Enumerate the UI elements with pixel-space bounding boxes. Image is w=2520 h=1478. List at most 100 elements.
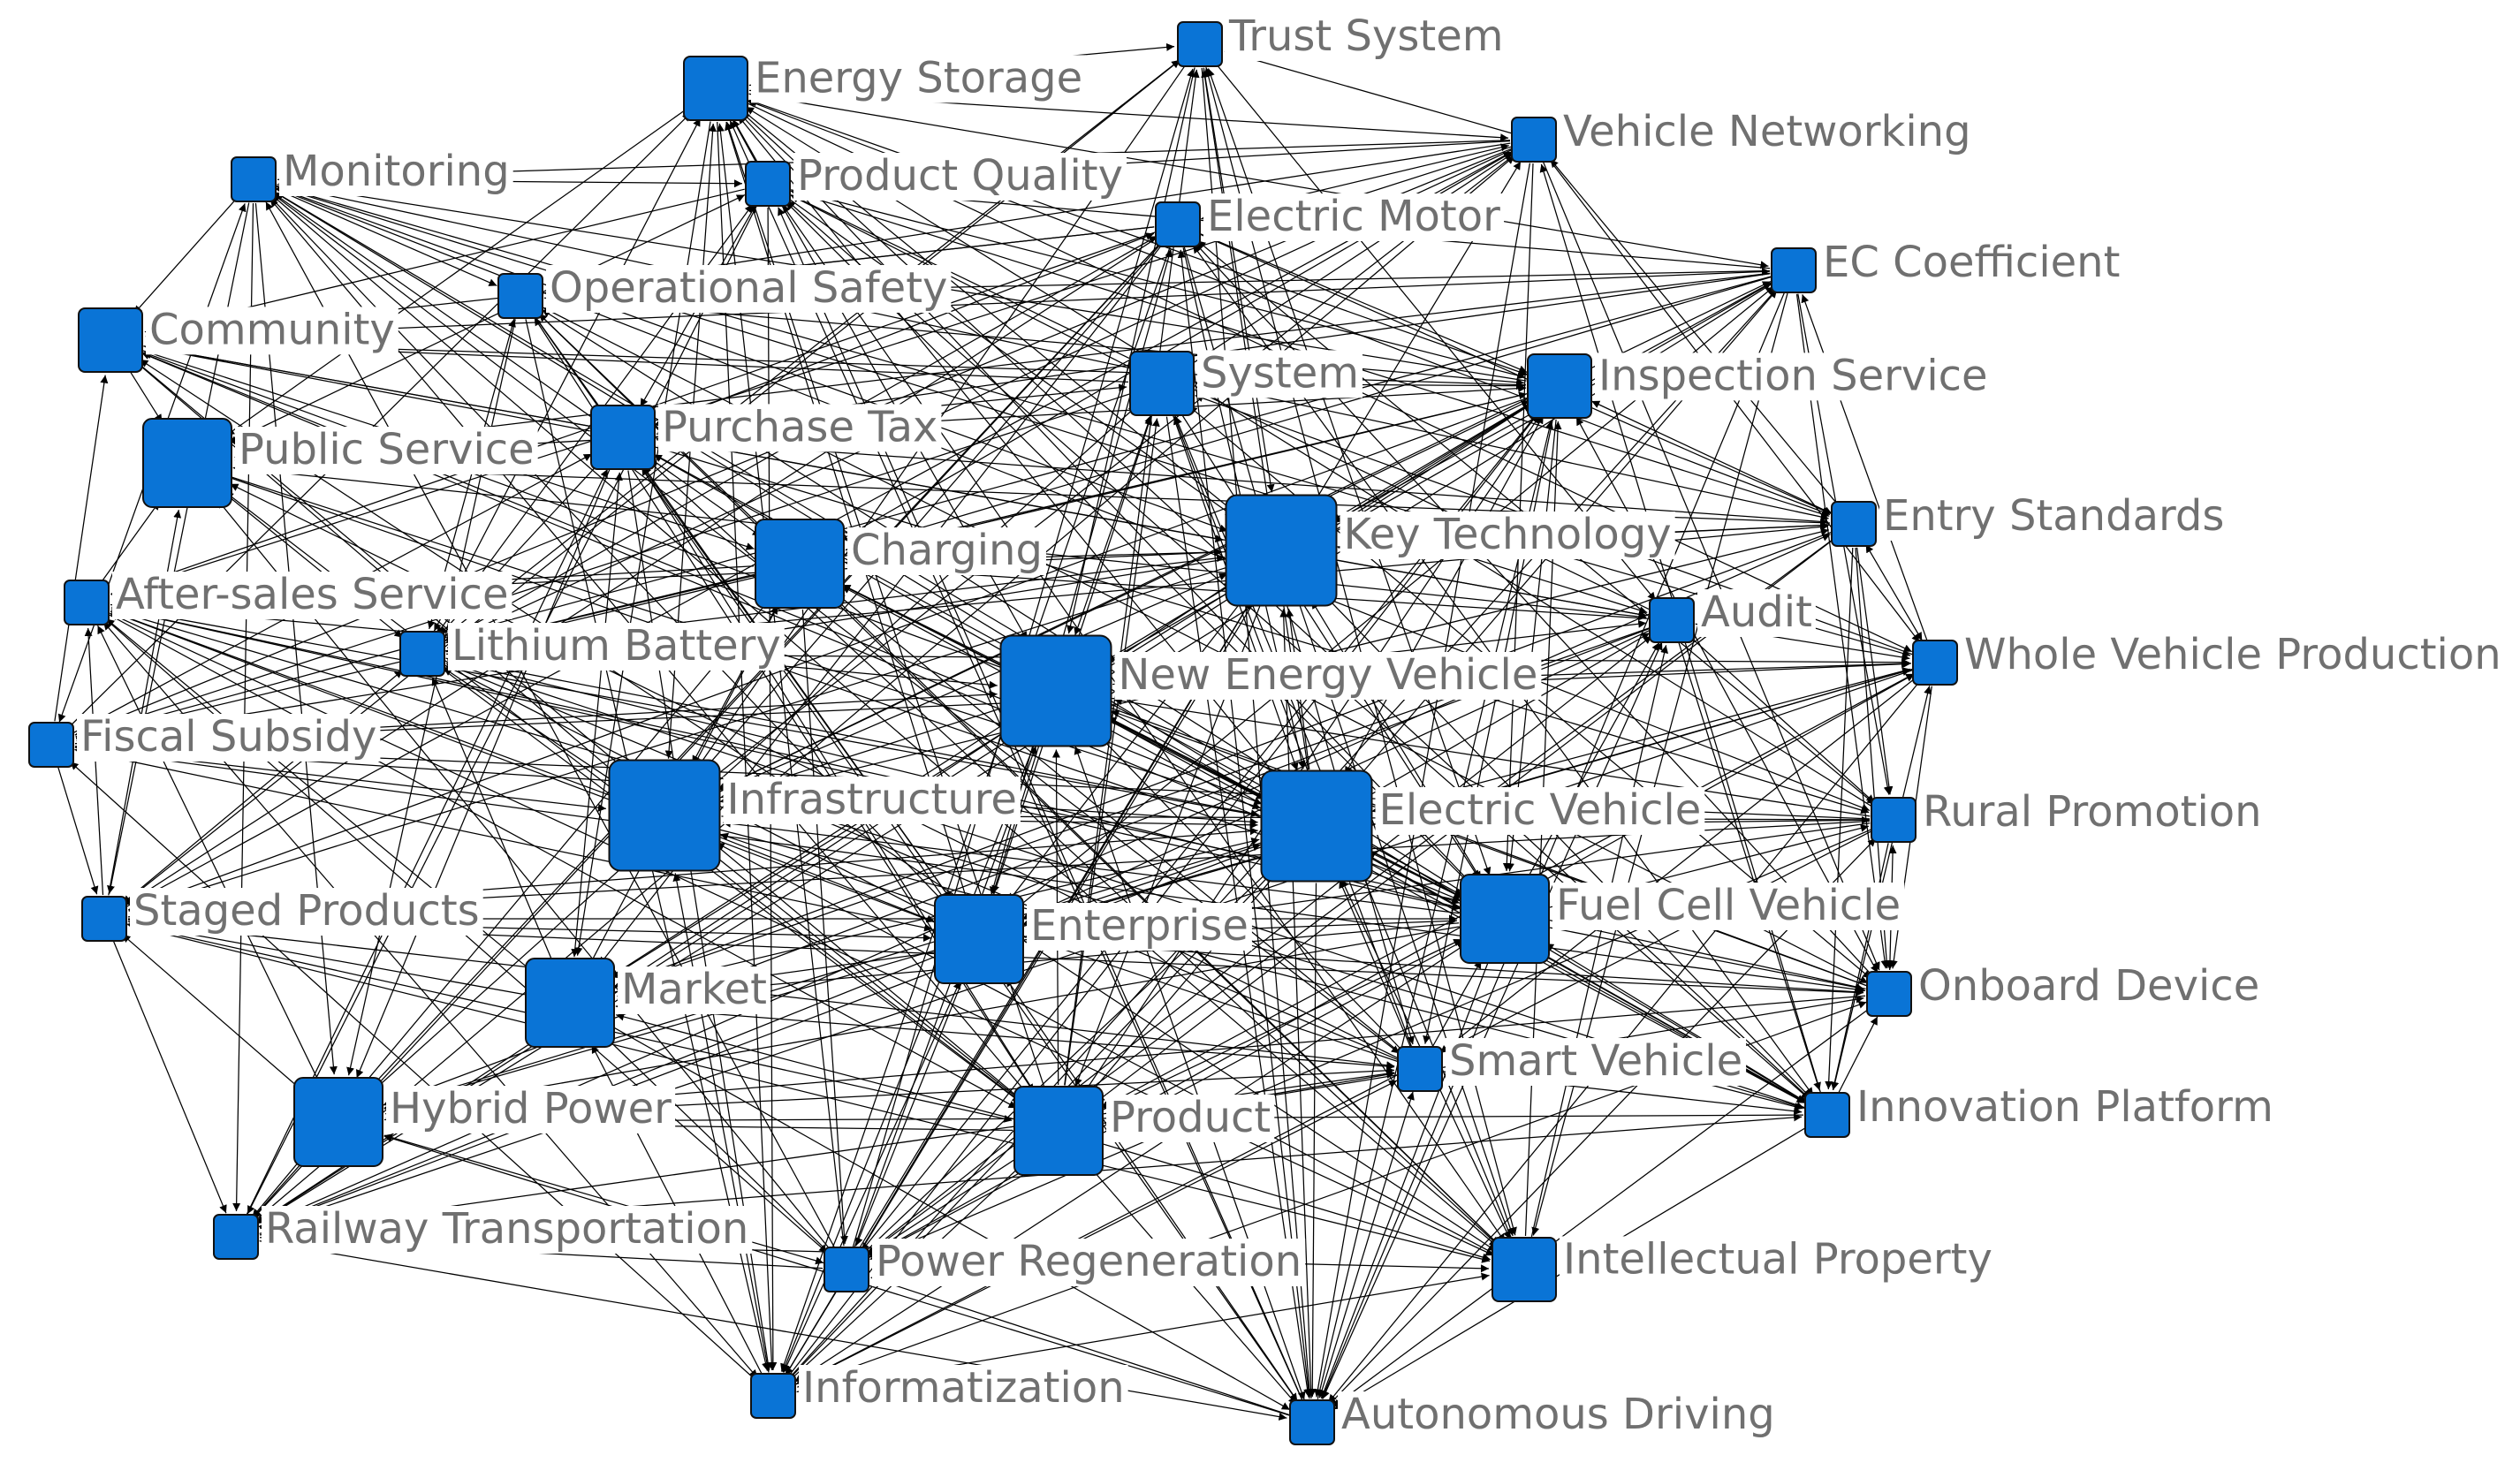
- node-label-background: [1027, 903, 1252, 951]
- node-box-ec-coefficient[interactable]: [1771, 247, 1817, 293]
- node-electric-vehicle[interactable]: Electric Vehicle: [1260, 769, 1705, 883]
- node-box-after-sales-service[interactable]: [64, 580, 110, 625]
- node-label-lithium-battery: Lithium Battery: [452, 621, 781, 671]
- node-intellectual-property[interactable]: Intellectual Property: [1492, 1234, 1996, 1302]
- node-vehicle-networking[interactable]: Vehicle Networking: [1511, 107, 1975, 163]
- node-trust-system[interactable]: Trust System: [1177, 11, 1507, 67]
- node-box-whole-vehicle-production[interactable]: [1912, 640, 1958, 686]
- node-label-background: [112, 572, 512, 619]
- node-box-staged-products[interactable]: [81, 896, 127, 942]
- node-after-sales-service[interactable]: After-sales Service: [64, 570, 512, 625]
- node-box-intellectual-property[interactable]: [1492, 1237, 1557, 1302]
- node-box-operational-safety[interactable]: [497, 273, 543, 319]
- node-box-new-energy-vehicle[interactable]: [999, 634, 1112, 747]
- node-box-public-service[interactable]: [142, 418, 232, 508]
- node-box-inspection-service[interactable]: [1527, 353, 1592, 419]
- node-operational-safety[interactable]: Operational Safety: [497, 263, 952, 319]
- node-power-regeneration[interactable]: Power Regeneration: [824, 1237, 1306, 1292]
- node-lithium-battery[interactable]: Lithium Battery: [399, 621, 785, 677]
- node-innovation-platform[interactable]: Innovation Platform: [1804, 1082, 2277, 1138]
- node-enterprise[interactable]: Enterprise: [934, 894, 1252, 984]
- node-box-innovation-platform[interactable]: [1804, 1092, 1850, 1138]
- node-box-product-quality[interactable]: [745, 161, 791, 207]
- node-hybrid-power[interactable]: Hybrid Power: [293, 1077, 676, 1167]
- node-box-rural-promotion[interactable]: [1871, 797, 1917, 843]
- node-box-energy-storage[interactable]: [683, 56, 748, 121]
- node-community[interactable]: Community: [78, 305, 398, 373]
- node-key-technology[interactable]: Key Technology: [1225, 494, 1675, 607]
- node-box-infrastructure[interactable]: [608, 759, 721, 872]
- node-label-after-sales-service: After-sales Service: [116, 570, 508, 619]
- node-box-product[interactable]: [1013, 1086, 1104, 1176]
- node-label-rural-promotion: Rural Promotion: [1923, 787, 2262, 837]
- node-whole-vehicle-production[interactable]: Whole Vehicle Production: [1912, 630, 2505, 686]
- node-box-market[interactable]: [525, 958, 615, 1048]
- node-purchase-tax[interactable]: Purchase Tax: [590, 402, 942, 470]
- node-energy-storage[interactable]: Energy Storage: [683, 53, 1087, 121]
- node-box-power-regeneration[interactable]: [824, 1247, 869, 1292]
- node-box-purchase-tax[interactable]: [590, 405, 656, 470]
- node-label-background: [618, 966, 770, 1014]
- node-box-autonomous-driving[interactable]: [1289, 1399, 1335, 1445]
- node-electric-motor[interactable]: Electric Motor: [1155, 192, 1505, 247]
- node-box-fuel-cell-vehicle[interactable]: [1460, 874, 1550, 964]
- node-box-lithium-battery[interactable]: [399, 631, 445, 677]
- node-box-community[interactable]: [78, 307, 143, 373]
- node-fuel-cell-vehicle[interactable]: Fuel Cell Vehicle: [1460, 874, 1905, 964]
- node-system[interactable]: System: [1129, 348, 1362, 416]
- node-box-onboard-device[interactable]: [1866, 971, 1912, 1017]
- node-audit[interactable]: Audit: [1649, 587, 1816, 643]
- node-box-key-technology[interactable]: [1225, 494, 1338, 607]
- edge-fuel-cell-vehicle-to-onboard-device: [1549, 927, 1864, 992]
- node-box-audit[interactable]: [1649, 597, 1695, 643]
- node-label-autonomous-driving: Autonomous Driving: [1341, 1390, 1775, 1439]
- node-monitoring[interactable]: Monitoring: [231, 147, 513, 202]
- node-box-electric-vehicle[interactable]: [1260, 769, 1373, 883]
- node-staged-products[interactable]: Staged Products: [81, 886, 483, 942]
- node-box-railway-transportation[interactable]: [213, 1214, 259, 1260]
- node-box-smart-vehicle[interactable]: [1397, 1046, 1443, 1092]
- node-charging[interactable]: Charging: [755, 519, 1046, 609]
- node-label-background: [1853, 1084, 2277, 1132]
- node-informatization[interactable]: Informatization: [750, 1363, 1128, 1419]
- node-label-background: [1919, 789, 2266, 837]
- edge-informatization-to-fiscal-subsidy: [70, 761, 756, 1381]
- node-label-background: [1819, 239, 2124, 287]
- node-entry-standards[interactable]: Entry Standards: [1831, 491, 2228, 547]
- node-label-background: [872, 1239, 1306, 1286]
- node-box-monitoring[interactable]: [231, 156, 277, 202]
- node-label-background: [1915, 963, 2264, 1011]
- node-label-background: [723, 777, 1021, 824]
- node-public-service[interactable]: Public Service: [142, 418, 538, 508]
- node-onboard-device[interactable]: Onboard Device: [1866, 961, 2264, 1017]
- node-product[interactable]: Product: [1013, 1086, 1275, 1176]
- node-label-electric-motor: Electric Motor: [1207, 192, 1500, 241]
- node-market[interactable]: Market: [525, 958, 770, 1048]
- node-box-electric-motor[interactable]: [1155, 201, 1201, 247]
- node-box-fiscal-subsidy[interactable]: [28, 722, 74, 768]
- node-label-background: [1114, 652, 1542, 700]
- node-smart-vehicle[interactable]: Smart Vehicle: [1397, 1036, 1747, 1092]
- edge-staged-products-to-public-service: [108, 509, 182, 896]
- node-box-charging[interactable]: [755, 519, 845, 609]
- node-inspection-service[interactable]: Inspection Service: [1527, 351, 1992, 419]
- node-box-vehicle-networking[interactable]: [1511, 117, 1557, 163]
- node-box-enterprise[interactable]: [934, 894, 1024, 984]
- node-railway-transportation[interactable]: Railway Transportation: [213, 1204, 753, 1260]
- node-box-entry-standards[interactable]: [1831, 501, 1877, 547]
- edge-staged-products-to-hybrid-power: [121, 934, 303, 1092]
- node-autonomous-driving[interactable]: Autonomous Driving: [1289, 1390, 1779, 1445]
- node-box-trust-system[interactable]: [1177, 21, 1223, 67]
- node-ec-coefficient[interactable]: EC Coefficient: [1771, 238, 2124, 293]
- node-fiscal-subsidy[interactable]: Fiscal Subsidy: [28, 712, 381, 768]
- node-label-background: [1560, 109, 1975, 156]
- node-box-system[interactable]: [1129, 351, 1195, 416]
- node-rural-promotion[interactable]: Rural Promotion: [1871, 787, 2266, 843]
- node-box-informatization[interactable]: [750, 1373, 796, 1419]
- node-label-background: [1338, 1391, 1779, 1439]
- node-label-ec-coefficient: EC Coefficient: [1823, 238, 2120, 287]
- node-infrastructure[interactable]: Infrastructure: [608, 759, 1021, 872]
- node-new-energy-vehicle[interactable]: New Energy Vehicle: [999, 634, 1542, 747]
- node-box-hybrid-power[interactable]: [293, 1077, 383, 1167]
- node-product-quality[interactable]: Product Quality: [745, 151, 1127, 207]
